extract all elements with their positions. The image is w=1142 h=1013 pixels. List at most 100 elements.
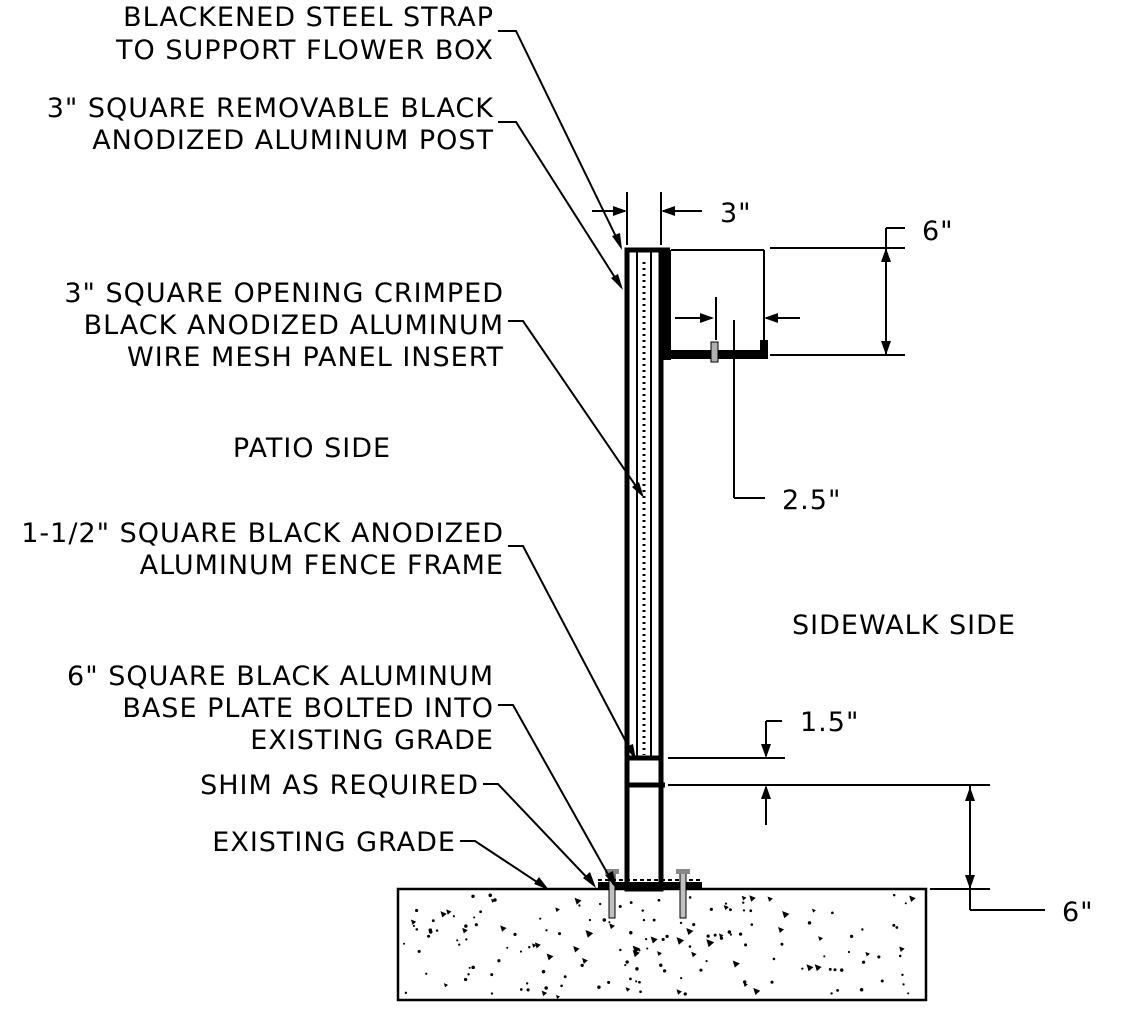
label-post-line2: ANODIZED ALUMINUM POST xyxy=(92,125,494,156)
concrete-dot xyxy=(729,933,733,936)
concrete-aggregate xyxy=(625,987,631,992)
concrete-dot xyxy=(526,988,530,992)
concrete-dot xyxy=(772,957,776,961)
concrete-texture xyxy=(403,893,916,999)
concrete-dot xyxy=(780,942,784,946)
concrete-aggregate xyxy=(443,983,449,988)
concrete-aggregate xyxy=(491,898,496,903)
label-frame: 1-1/2" SQUARE BLACK ANODIZED ALUMINUM FE… xyxy=(21,518,504,581)
concrete-dot xyxy=(417,949,421,953)
concrete-dot xyxy=(859,988,864,992)
concrete-dot xyxy=(742,901,745,904)
concrete-aggregate xyxy=(555,994,561,999)
concrete-aggregate xyxy=(691,951,697,958)
concrete-dot xyxy=(831,911,834,915)
concrete-aggregate xyxy=(574,897,582,905)
concrete-dot xyxy=(598,902,602,906)
concrete-dot xyxy=(807,921,812,925)
concrete-aggregate xyxy=(741,895,747,901)
concrete-dot xyxy=(625,960,629,964)
label-post: 3" SQUARE REMOVABLE BLACK ANODIZED ALUMI… xyxy=(47,93,494,156)
concrete-aggregate xyxy=(814,964,822,972)
concrete-aggregate xyxy=(573,946,580,953)
concrete-dot xyxy=(463,977,468,982)
concrete-aggregate xyxy=(555,907,560,913)
concrete-dot xyxy=(506,946,509,949)
concrete-dot xyxy=(727,930,732,934)
concrete-dot xyxy=(588,918,592,922)
concrete-dot xyxy=(619,948,622,952)
concrete-dot xyxy=(578,904,581,907)
concrete-dot xyxy=(545,929,548,932)
concrete-dot xyxy=(680,976,683,980)
concrete-dot xyxy=(490,992,494,995)
concrete-dot xyxy=(427,934,431,938)
concrete-dot xyxy=(467,973,470,976)
concrete-aggregate xyxy=(541,990,548,997)
concrete-dot xyxy=(904,902,907,905)
concrete-dot xyxy=(544,986,548,990)
concrete-aggregate xyxy=(534,942,541,949)
concrete-dot xyxy=(823,955,826,958)
concrete-dot xyxy=(657,898,661,902)
concrete-aggregate xyxy=(806,964,814,972)
concrete-dot xyxy=(629,930,633,935)
concrete-dot xyxy=(428,928,433,932)
label-existing-grade: EXISTING GRADE xyxy=(212,827,456,858)
concrete-aggregate xyxy=(686,928,694,936)
concrete-dot xyxy=(688,945,692,948)
concrete-dot xyxy=(563,975,567,979)
concrete-dot xyxy=(608,921,611,924)
concrete-dot xyxy=(679,921,683,925)
label-frame-line1: 1-1/2" SQUARE BLACK ANODIZED xyxy=(21,518,504,549)
concrete-aggregate xyxy=(500,925,507,932)
concrete-dot xyxy=(519,950,523,953)
label-patio-side: PATIO SIDE xyxy=(233,433,391,464)
concrete-dot xyxy=(742,909,746,912)
concrete-dot xyxy=(415,908,419,913)
concrete-dot xyxy=(907,992,910,995)
concrete-aggregate xyxy=(899,946,905,953)
concrete-aggregate xyxy=(446,909,452,915)
concrete-dot xyxy=(468,966,471,969)
concrete-dot xyxy=(862,960,866,964)
concrete-dot xyxy=(662,969,667,973)
concrete-dot xyxy=(474,923,478,927)
concrete-dot xyxy=(709,907,713,911)
concrete-dot xyxy=(683,992,687,996)
concrete-dot xyxy=(836,988,840,992)
concrete-aggregate xyxy=(531,943,537,948)
concrete-dot xyxy=(646,947,649,950)
concrete-dot xyxy=(415,928,419,931)
bolt-right xyxy=(679,871,687,919)
concrete-dot xyxy=(471,965,475,970)
concrete-aggregate xyxy=(749,895,756,902)
concrete-dot xyxy=(525,982,529,985)
concrete-dot xyxy=(412,924,415,928)
label-mesh-line3: WIRE MESH PANEL INSERT xyxy=(127,342,504,373)
label-strap: BLACKENED STEEL STRAP TO SUPPORT FLOWER … xyxy=(115,2,494,66)
label-shim: SHIM AS REQUIRED xyxy=(200,770,479,801)
concrete-dot xyxy=(892,923,896,927)
concrete-dot xyxy=(471,894,475,898)
label-sidewalk-side: SIDEWALK SIDE xyxy=(792,610,1016,641)
label-base-line3: EXISTING GRADE xyxy=(250,725,494,756)
concrete-aggregate xyxy=(718,933,724,938)
concrete-aggregate xyxy=(609,923,615,930)
concrete-aggregate xyxy=(723,904,729,911)
concrete-dot xyxy=(705,960,708,963)
concrete-aggregate xyxy=(818,936,823,942)
label-strap-line2: TO SUPPORT FLOWER BOX xyxy=(115,35,494,66)
label-base-line2: BASE PLATE BOLTED INTO xyxy=(122,693,494,724)
concrete-dot xyxy=(895,926,899,929)
concrete-dot xyxy=(464,924,468,928)
concrete-aggregate xyxy=(676,937,685,945)
concrete-dot xyxy=(744,943,748,947)
concrete-dot xyxy=(639,990,642,994)
dim-box-height: 6" xyxy=(922,216,954,247)
label-mesh: 3" SQUARE OPENING CRIMPED BLACK ANODIZED… xyxy=(64,278,504,373)
concrete-dot xyxy=(877,955,881,959)
concrete-dot xyxy=(665,934,669,938)
concrete-aggregate xyxy=(706,939,715,948)
concrete-dot xyxy=(519,988,523,991)
